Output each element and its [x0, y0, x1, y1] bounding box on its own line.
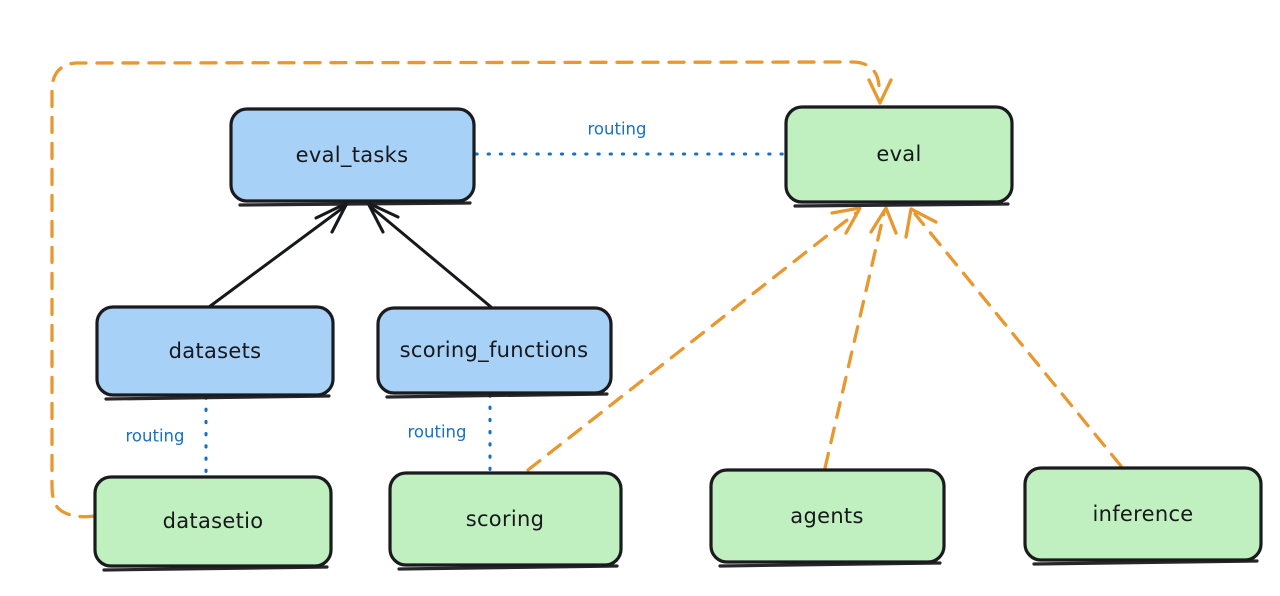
node-inference-label: inference: [1092, 502, 1193, 526]
edge-inference-eval-path: [913, 212, 1123, 468]
node-eval-tasks-label: eval_tasks: [296, 143, 409, 168]
edge-datasets-evaltasks[interactable]: [207, 201, 349, 309]
edge-datasetio-eval[interactable]: [50, 60, 893, 519]
edge-scoringfunctions-evaltasks-path: [369, 205, 493, 309]
node-inference-box: [1023, 466, 1263, 562]
node-datasets-box: [95, 305, 335, 397]
node-eval-tasks-box: [229, 107, 476, 203]
node-datasets[interactable]: datasets: [95, 305, 335, 401]
node-eval-tasks-shadow: [238, 201, 472, 207]
edge-inference-eval-arrowhead: [904, 207, 938, 239]
node-inference[interactable]: inference: [1023, 466, 1263, 566]
edge-datasetio-eval-path: [50, 60, 881, 519]
node-scoring-box: [388, 471, 623, 567]
node-agents[interactable]: agents: [709, 468, 946, 568]
edge-layer: [50, 60, 1123, 519]
node-datasetio-box: [93, 475, 333, 568]
node-datasetio[interactable]: datasetio: [93, 475, 333, 572]
edge-datasets-evaltasks-path: [207, 205, 346, 309]
node-layer: eval_tasks eval datasets scoring_functio…: [93, 105, 1263, 572]
node-datasets-label: datasets: [169, 339, 262, 363]
edge-datasetio-eval-arrowhead: [867, 78, 893, 105]
edge-label-routing-scoringfunctions-scoring: routing: [408, 423, 467, 442]
node-scoring-functions-box: [376, 306, 613, 395]
edge-label-routing-datasets-datasetio: routing: [126, 427, 185, 446]
node-scoring-functions-label: scoring_functions: [400, 338, 589, 363]
edge-label-routing-evaltasks-eval: routing: [588, 120, 647, 139]
edge-scoring-eval-arrowhead: [830, 206, 862, 235]
node-eval-tasks[interactable]: eval_tasks: [229, 107, 476, 207]
node-datasetio-label: datasetio: [163, 509, 264, 533]
edge-label-layer: routing routing routing: [126, 120, 647, 446]
node-scoring-label: scoring: [466, 507, 545, 531]
node-scoring[interactable]: scoring: [388, 471, 623, 571]
node-scoring-functions[interactable]: scoring_functions: [376, 306, 613, 399]
node-eval[interactable]: eval: [784, 105, 1014, 208]
node-eval-box: [784, 105, 1014, 204]
edge-scoringfunctions-evaltasks[interactable]: [366, 201, 493, 309]
node-agents-label: agents: [790, 504, 863, 528]
edge-agents-eval-path: [823, 211, 886, 470]
edge-agents-eval[interactable]: [823, 206, 898, 470]
node-eval-shadow: [793, 202, 1010, 208]
node-agents-box: [709, 468, 946, 564]
node-eval-label: eval: [876, 142, 921, 166]
edge-scoring-eval-path: [526, 211, 858, 472]
edge-agents-eval-arrowhead: [869, 206, 898, 235]
edge-scoring-eval[interactable]: [526, 206, 862, 472]
edge-inference-eval[interactable]: [904, 207, 1123, 468]
